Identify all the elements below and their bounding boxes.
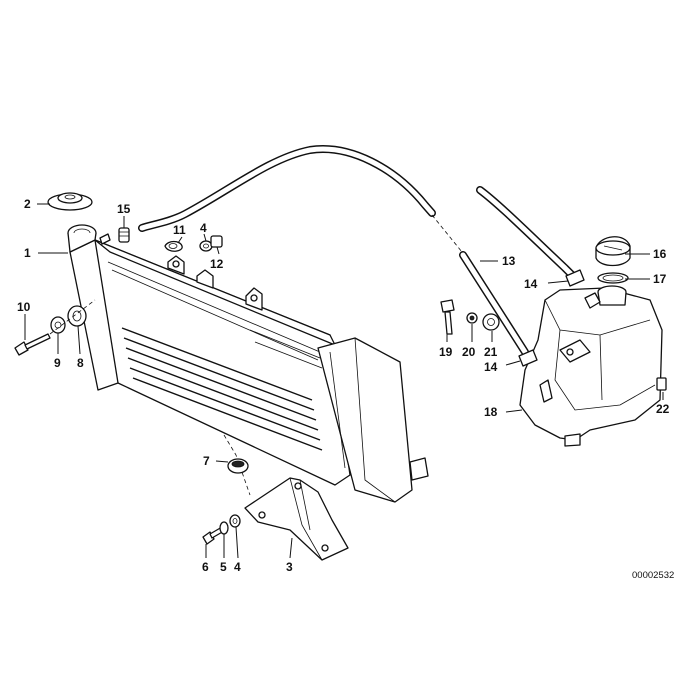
overflow-hose (138, 145, 463, 253)
callout-2: 2 (24, 197, 31, 211)
callout-16: 16 (653, 247, 667, 261)
callout-21: 21 (484, 345, 498, 359)
callout-14-top: 14 (524, 277, 538, 291)
callouts: 1 2 15 11 4 12 10 9 8 7 6 5 4 3 13 16 14… (17, 197, 670, 574)
hose-clip-11 (164, 240, 183, 252)
bracket-3 (244, 477, 349, 561)
washer-4-top (199, 240, 213, 252)
callout-9: 9 (54, 356, 61, 370)
callout-22: 22 (656, 402, 670, 416)
washer-4-bottom (229, 514, 241, 528)
bolt-19 (440, 299, 455, 335)
radiator-cap (47, 192, 93, 211)
clip-22 (656, 377, 667, 391)
callout-13: 13 (502, 254, 516, 268)
hose-clamp-14a (565, 269, 585, 287)
callout-4-bottom: 4 (234, 560, 241, 574)
washer-20 (466, 312, 478, 324)
bushing-8 (67, 305, 87, 327)
callout-17: 17 (653, 272, 667, 286)
expansion-tank (519, 285, 663, 447)
tank-hose (459, 186, 576, 356)
callout-14-bottom: 14 (484, 360, 498, 374)
washer-5 (219, 521, 229, 535)
callout-11: 11 (173, 223, 186, 237)
callout-18: 18 (484, 405, 498, 419)
nut-21 (482, 313, 500, 331)
grommet-9 (50, 316, 66, 334)
callout-20: 20 (462, 345, 476, 359)
rubber-mount-7 (227, 458, 249, 474)
tank-cap-16 (595, 236, 631, 267)
hose-clamp-14b (518, 349, 538, 367)
callout-5: 5 (220, 560, 227, 574)
callout-8: 8 (77, 356, 84, 370)
callout-6: 6 (202, 560, 209, 574)
callout-4-top: 4 (200, 221, 207, 235)
callout-12: 12 (210, 257, 224, 271)
nut-12 (210, 235, 223, 248)
leader-lines (24, 203, 664, 559)
diagram-reference-number: 00002532 (632, 570, 674, 581)
bolt-10 (14, 333, 51, 356)
radiator (67, 224, 429, 503)
callout-15: 15 (117, 202, 131, 216)
callout-19: 19 (439, 345, 453, 359)
hose-fitting-15 (118, 227, 130, 243)
callout-1: 1 (24, 246, 31, 260)
callout-7: 7 (203, 454, 210, 468)
seal-ring-17 (597, 272, 629, 284)
callout-3: 3 (286, 560, 293, 574)
callout-10: 10 (17, 300, 31, 314)
